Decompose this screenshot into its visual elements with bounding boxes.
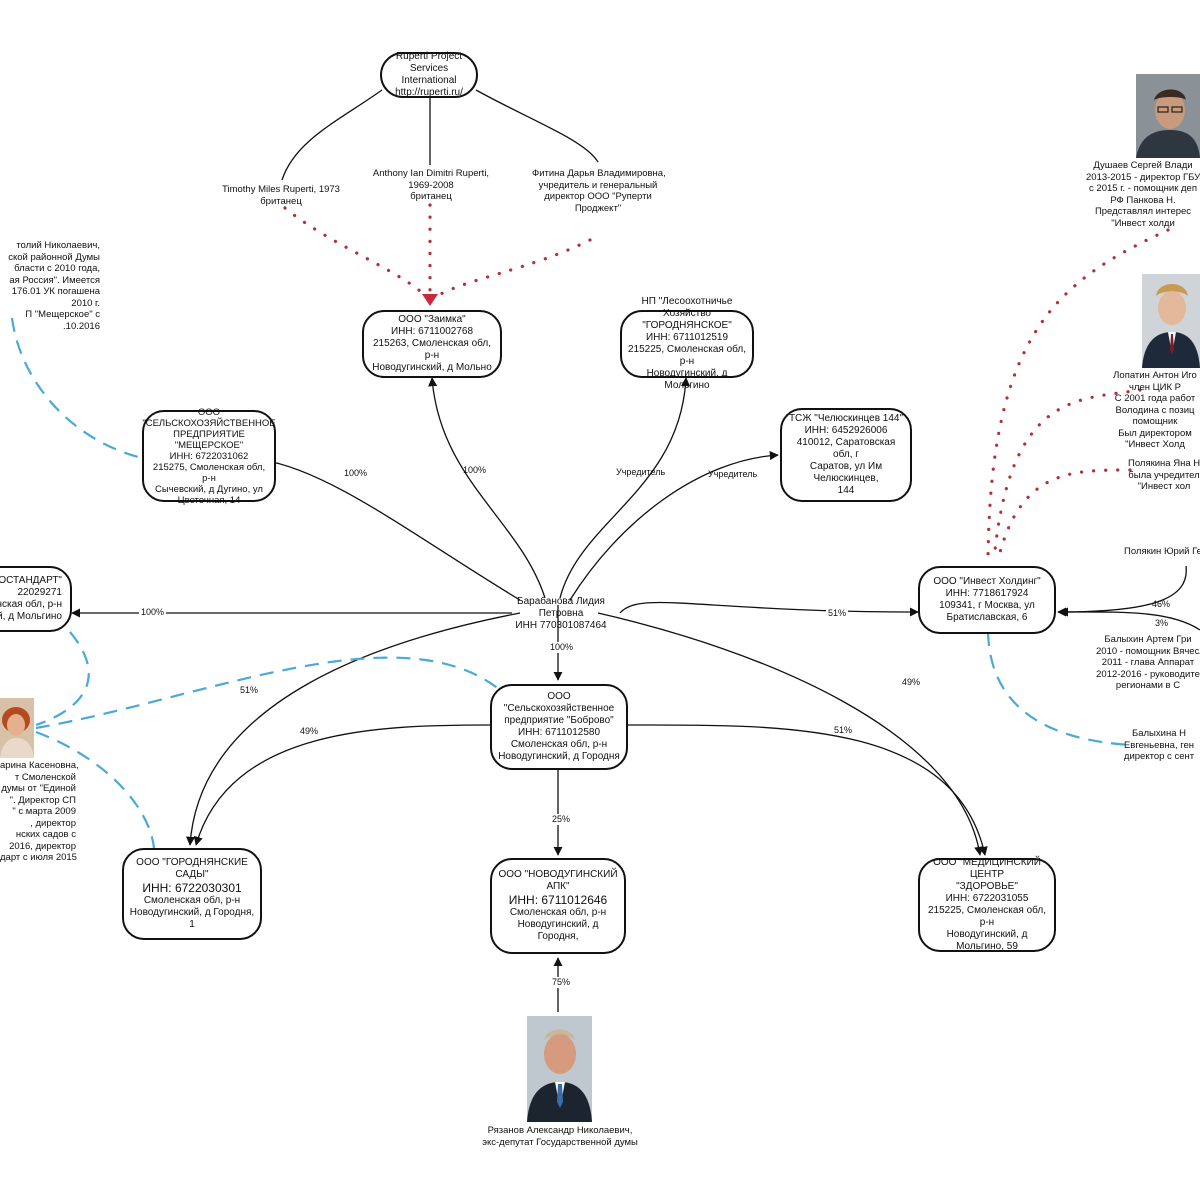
person-polyakin-note: Полякин Юрий Ге bbox=[1124, 546, 1200, 557]
person-marina-note: арина Касеновна, т Смоленской думы от "Е… bbox=[0, 760, 79, 863]
node-ruperti[interactable]: Ruperti Project Services International h… bbox=[380, 51, 478, 98]
dashed-marina-sady bbox=[35, 730, 156, 849]
edge-root-invest bbox=[619, 601, 919, 617]
person-anthony: Anthony Ian Dimitri Ruperti, 1969-2008 б… bbox=[372, 168, 490, 202]
node-meshcherskoe[interactable]: ООО "СЕЛЬСКОХОЗЯЙСТВЕННОЕ ПРЕДПРИЯТИЕ "М… bbox=[142, 406, 276, 506]
edge-bob-sady bbox=[193, 724, 491, 846]
dotted-fitina-zaimka bbox=[432, 238, 592, 300]
person-photo-young-man-icon bbox=[1142, 274, 1200, 368]
person-photo-lopatin bbox=[1142, 274, 1200, 368]
edge-label-tszh: Учредитель bbox=[708, 469, 758, 479]
node-standart[interactable]: ОСТАНДАРТ" 22029271 ленская обл, р-н й, … bbox=[0, 566, 72, 632]
dashed-marina-bobrovo bbox=[35, 656, 501, 730]
edge-root-zaimka bbox=[428, 377, 546, 599]
person-balykhin-note: Балыхин Артем Гри 2010 - помощник Вячесл… bbox=[1096, 634, 1200, 691]
person-timothy: Timothy Miles Ruperti, 1973 британец bbox=[222, 184, 340, 207]
edge-bob-med bbox=[626, 724, 988, 856]
edge-label-bob-sady: 49% bbox=[300, 726, 319, 736]
edge-label-mesch: 100% bbox=[344, 468, 368, 478]
node-bobrovo[interactable]: ООО "Сельскохозяйственное предприятие "Б… bbox=[490, 684, 628, 770]
ruperti-line2: Services International bbox=[401, 63, 457, 86]
edge-label-bob-med: 51% bbox=[834, 725, 853, 735]
person-ryazanov-note: Рязанов Александр Николаевич, экс-депута… bbox=[482, 1125, 638, 1148]
node-gorodnyanskie-sady[interactable]: ООО "ГОРОДНЯНСКИЕ САДЫ" ИНН: 6722030301 … bbox=[122, 848, 262, 940]
person-polyakina-note: Полякина Яна Н была учредител "Инвест хо… bbox=[1128, 458, 1200, 492]
edge-label-med: 49% bbox=[902, 677, 921, 687]
person-photo-marina bbox=[0, 698, 34, 758]
edge-root-tszh bbox=[569, 450, 779, 601]
dotted-timothy-zaimka bbox=[283, 206, 430, 300]
edge-root-med bbox=[597, 612, 984, 856]
person-lopatin-note: Лопатин Антон Иго член ЦИК Р С 2001 года… bbox=[1113, 370, 1197, 450]
dotted-lopatin-invest bbox=[992, 388, 1142, 562]
edge-label-bobrovo: 100% bbox=[548, 642, 576, 653]
node-invest-holding[interactable]: ООО "Инвест Холдинг" ИНН: 7718617924 109… bbox=[918, 566, 1056, 634]
dotted-edges bbox=[283, 203, 1170, 562]
person-photo-dushaev bbox=[1136, 74, 1200, 158]
edge-label-ryaz-apk: 75% bbox=[550, 977, 573, 988]
person-fitina: Фитина Дарья Владимировна, учредитель и … bbox=[532, 168, 666, 214]
edge-label-np: Учредитель bbox=[616, 467, 666, 477]
node-tszh[interactable]: ТСЖ "Челюскинцев 144" ИНН: 6452926006 41… bbox=[780, 408, 912, 502]
ruperti-link[interactable]: http://ruperti.ru/ bbox=[395, 87, 463, 98]
person-balykhina-note: Балыхина Н Евгеньевна, ген директор с се… bbox=[1123, 728, 1195, 762]
edge-label-polyakin: 46% bbox=[1152, 599, 1171, 609]
dashed-standart-marina bbox=[35, 631, 90, 727]
node-np-gorodnyanskoe[interactable]: НП "Лесоохотничье Хозяйство "ГОРОДНЯНСКО… bbox=[620, 296, 754, 391]
edge-label-standart: 100% bbox=[139, 607, 167, 618]
edge-balykhin-invest bbox=[1059, 607, 1200, 631]
root-person-barabanova[interactable]: Барабанова Лидия Петровна ИНН 7703010874… bbox=[515, 596, 607, 631]
edge-label-balykhin: 3% bbox=[1155, 618, 1169, 628]
person-dushaev-note: Душаев Сергей Влади 2013-2015 - директор… bbox=[1086, 160, 1200, 229]
node-novodugino-apk[interactable]: ООО "НОВОДУГИНСКИЙ АПК" ИНН: 6711012646 … bbox=[490, 858, 626, 954]
dashed-anatoliy-mesch bbox=[10, 317, 143, 460]
edge-label-zaimka: 100% bbox=[463, 465, 487, 475]
solid-edges bbox=[71, 89, 1200, 1012]
edge-label-bob-apk: 25% bbox=[550, 814, 573, 825]
dotted-polyakina-invest bbox=[996, 468, 1132, 562]
node-zaimka[interactable]: ООО "Заимка" ИНН: 6711002768 215263, Смо… bbox=[362, 310, 502, 378]
node-medical-center[interactable]: ООО "МЕДИЦИНСКИЙ ЦЕНТР "ЗДОРОВЬЕ" ИНН: 6… bbox=[918, 857, 1056, 952]
dashed-edges bbox=[10, 317, 1131, 849]
edge-root-sady bbox=[186, 612, 521, 846]
person-anatoliy-note: толий Николаевич, ской районной Думы бла… bbox=[8, 240, 100, 332]
dotted-arrowhead bbox=[422, 294, 438, 306]
edge-ruperti-fitina bbox=[475, 89, 599, 163]
person-photo-woman-icon bbox=[0, 698, 34, 758]
dotted-arrowheads bbox=[422, 294, 438, 306]
dashed-invest-balykhina bbox=[986, 631, 1131, 747]
person-photo-man-glasses-icon bbox=[1136, 74, 1200, 158]
edge-root-mesch bbox=[261, 456, 521, 601]
person-photo-ryazanov bbox=[527, 1016, 592, 1122]
edge-label-sady: 51% bbox=[240, 685, 259, 695]
edge-root-np bbox=[559, 377, 691, 599]
edge-label-invest: 51% bbox=[826, 608, 849, 619]
edge-ruperti-timothy bbox=[281, 89, 383, 181]
person-photo-man-suit-icon bbox=[527, 1016, 592, 1122]
ruperti-line1: Ruperti Project bbox=[395, 51, 463, 62]
